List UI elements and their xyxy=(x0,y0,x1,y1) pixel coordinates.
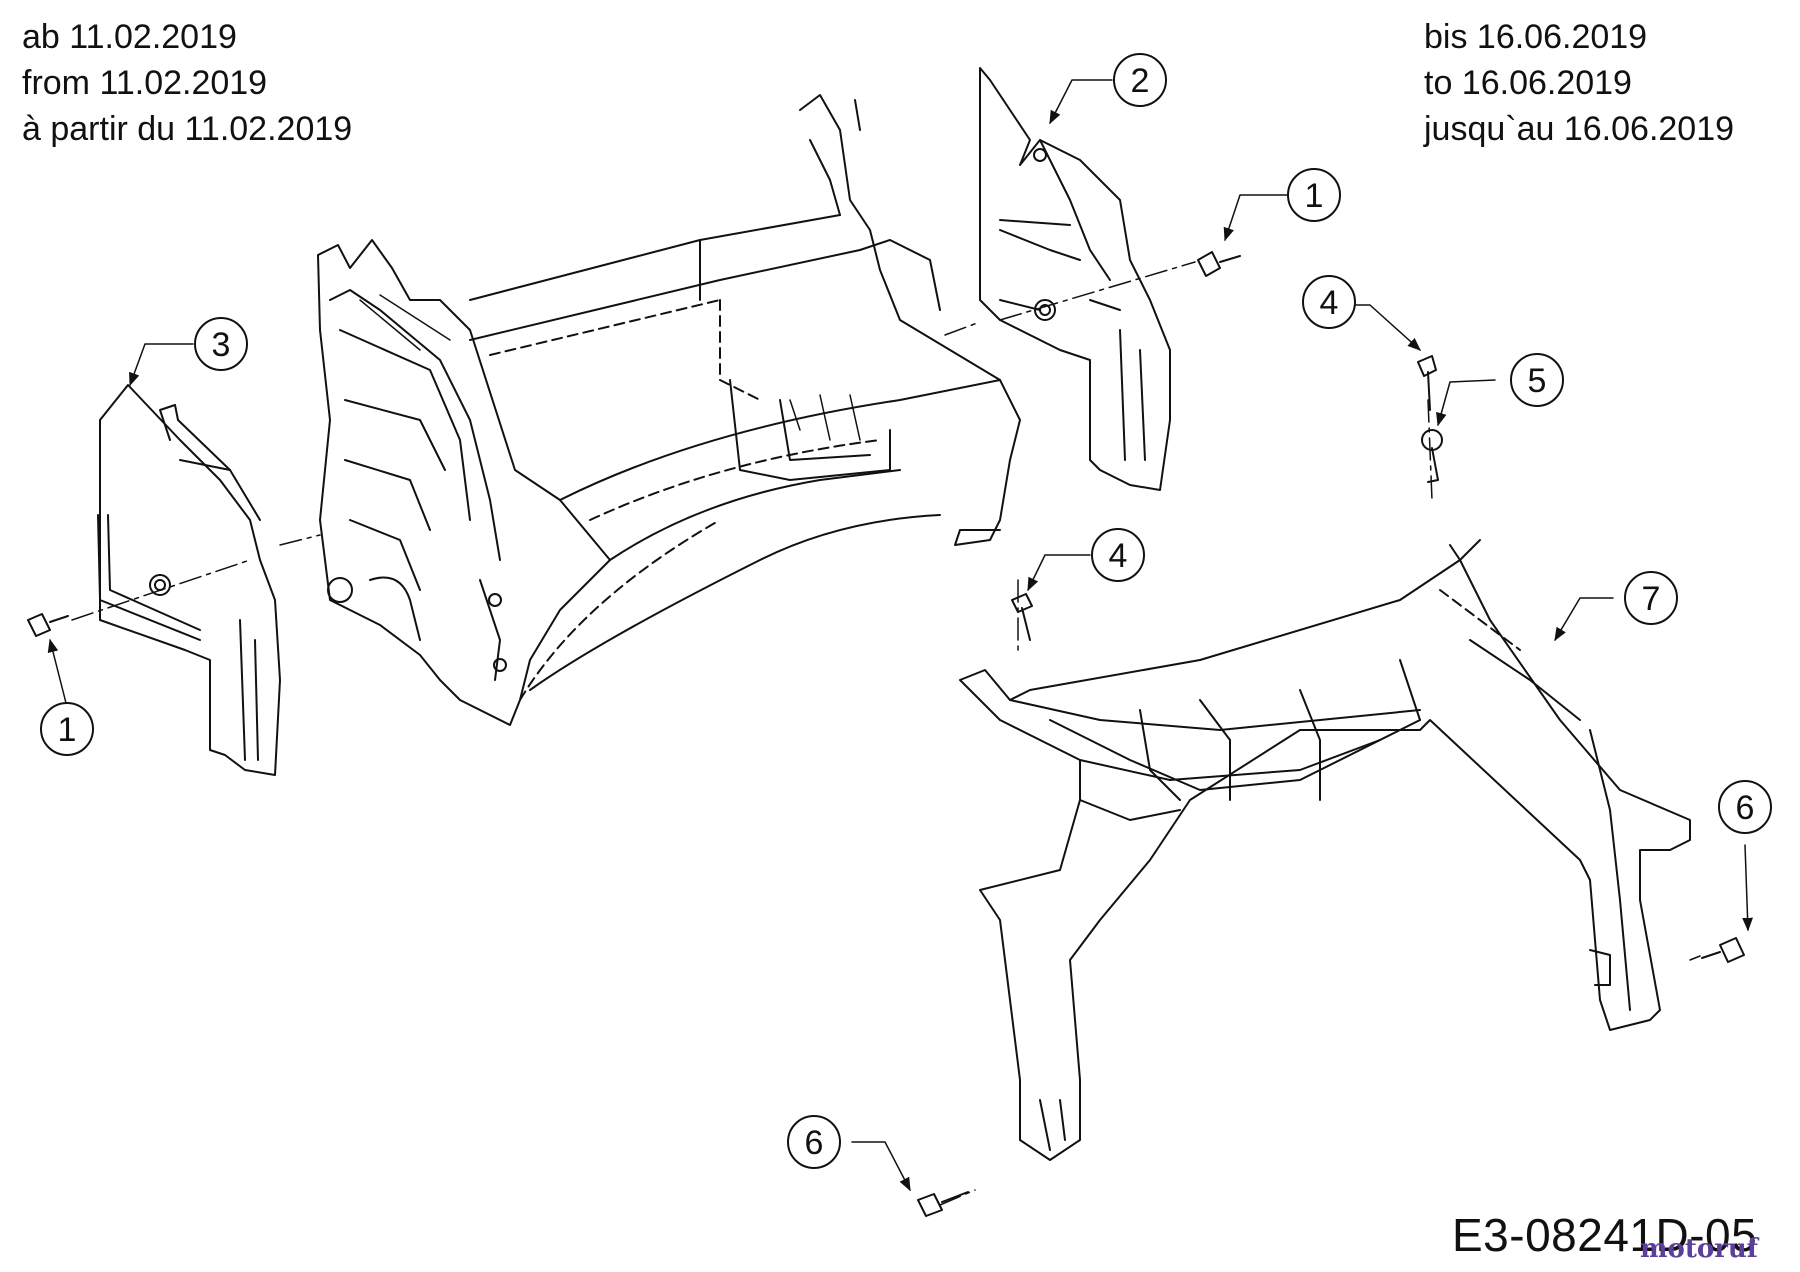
valid-from-text: ab 11.02.2019 from 11.02.2019 à partir d… xyxy=(22,14,352,152)
callout-circle-4-mid xyxy=(1091,528,1145,582)
callout-label-6-bottom: 6 xyxy=(805,1124,824,1162)
callout-circle-3 xyxy=(194,317,248,371)
callout-label-4-mid: 4 xyxy=(1109,537,1128,575)
valid-until-de: bis 16.06.2019 xyxy=(1424,18,1648,56)
clip-part-5 xyxy=(1421,429,1443,483)
valid-until-text: bis 16.06.2019 to 16.06.2019 jusqu`au 16… xyxy=(1424,14,1734,152)
callout-circle-2 xyxy=(1113,53,1167,107)
callout-label-3: 3 xyxy=(212,326,231,364)
callout-circle-6-bottom xyxy=(787,1115,841,1169)
valid-until-fr: jusqu`au 16.06.2019 xyxy=(1424,110,1735,148)
screw-top-right-fastener xyxy=(1197,251,1241,277)
callout-label-1-top: 1 xyxy=(1305,177,1324,215)
callout-circle-6-right xyxy=(1718,780,1772,834)
screw-mid-fastener xyxy=(1011,593,1033,641)
chute-cover-part xyxy=(959,539,1691,1161)
drawing-code: E3-08241D-05 xyxy=(1452,1209,1758,1261)
callout-circle-1-left xyxy=(40,702,94,756)
callout-label-4-top: 4 xyxy=(1320,284,1339,322)
callout-circle-7 xyxy=(1624,571,1678,625)
valid-from-fr: à partir du 11.02.2019 xyxy=(22,110,353,148)
left-side-bracket-part xyxy=(97,384,281,776)
callout-circle-4-top xyxy=(1302,275,1356,329)
right-side-bracket-part xyxy=(979,67,1171,491)
valid-from-de: ab 11.02.2019 xyxy=(22,18,237,56)
callout-circle-5 xyxy=(1510,353,1564,407)
callout-leaders xyxy=(47,79,1753,1192)
screw-right-fastener xyxy=(1701,937,1745,963)
callout-label-6-right: 6 xyxy=(1736,789,1755,827)
callout-label-2: 2 xyxy=(1131,62,1150,100)
valid-from-en: from 11.02.2019 xyxy=(22,64,268,102)
callout-label-7: 7 xyxy=(1642,580,1661,618)
valid-until-en: to 16.06.2019 xyxy=(1424,64,1632,102)
callout-label-5: 5 xyxy=(1528,362,1547,400)
central-housing-part xyxy=(317,94,1021,726)
callout-circle-1-top xyxy=(1287,168,1341,222)
screw-left-fastener xyxy=(27,613,69,637)
screw-top-center-fastener xyxy=(1417,355,1437,411)
callout-label-1-left: 1 xyxy=(58,711,77,749)
assembly-axis-lines xyxy=(71,261,1701,1206)
watermark-logo: motoruf xyxy=(1640,1234,1758,1264)
screw-bottom-fastener xyxy=(917,1191,969,1217)
